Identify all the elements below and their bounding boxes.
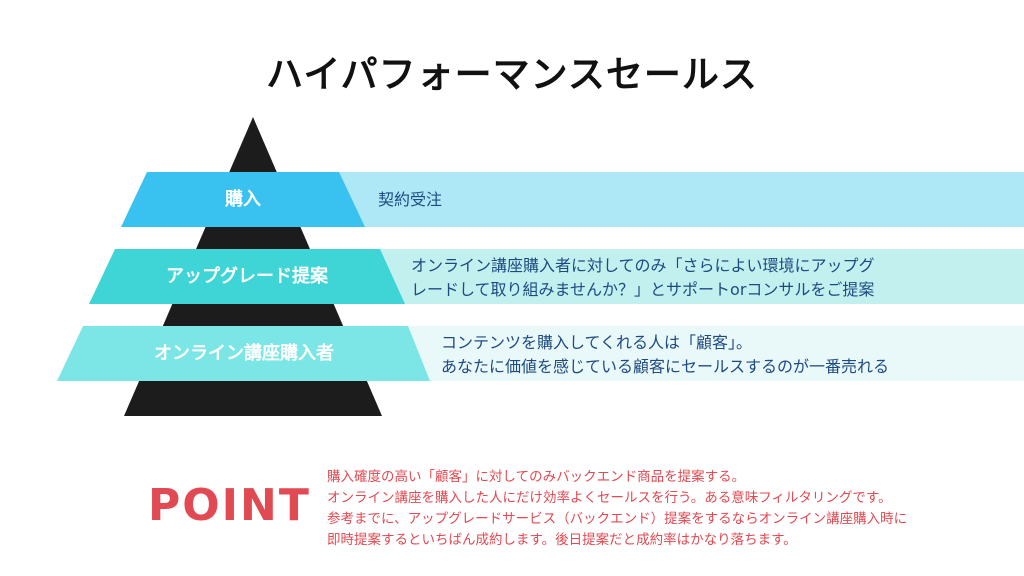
point-heading: POINT	[148, 480, 311, 531]
tier-description-middle: オンライン講座購入者に対してのみ「さらによい環境にアップグ レードして取り組みま…	[411, 254, 875, 302]
point-text: 購入確度の高い「顧客」に対してのみバックエンド商品を提案する。 オンライン講座を…	[327, 467, 1017, 551]
tier-description-line: あなたに価値を感じている顧客にセールスするのが一番売れる	[441, 357, 890, 376]
tier-label-bottom: オンライン講座購入者	[154, 343, 334, 364]
point-line: オンライン講座を購入した人にだけ効率よくセールスを行う。ある意味フィルタリングで…	[327, 490, 892, 506]
point-line: 購入確度の高い「顧客」に対してのみバックエンド商品を提案する。	[327, 469, 746, 485]
tier-band-top	[320, 172, 1024, 227]
point-line: 参考までに、アップグレードサービス（バックエンド）提案をするならオンライン講座購…	[327, 511, 908, 527]
point-line: 即時提案するといちばん成約します。後日提案だと成約率はかなり落ちます。	[327, 532, 797, 548]
tier-description-line: 契約受注	[378, 190, 443, 209]
tier-label-top: 購入	[225, 189, 261, 210]
tier-label-middle: アップグレード提案	[166, 266, 328, 287]
tier-description-top: 契約受注	[378, 188, 442, 212]
tier-band-bottom	[390, 326, 1024, 381]
tier-shape-middle	[89, 249, 405, 304]
tier-description-line: コンテンツを購入してくれる人は「顧客」。	[441, 333, 753, 352]
tier-shape-bottom	[57, 326, 430, 381]
tier-description-line: オンライン講座購入者に対してのみ「さらによい環境にアップグ	[411, 256, 875, 275]
tier-shape-top	[121, 172, 365, 227]
tier-description-bottom: コンテンツを購入してくれる人は「顧客」。 あなたに価値を感じている顧客にセールス…	[441, 331, 889, 379]
tier-description-line: レードして取り組みませんか？」とサポートorコンサルをご提案	[411, 280, 875, 299]
tier-band-middle	[360, 249, 1024, 304]
page-title: ハイパフォーマンスセールス	[266, 53, 758, 96]
